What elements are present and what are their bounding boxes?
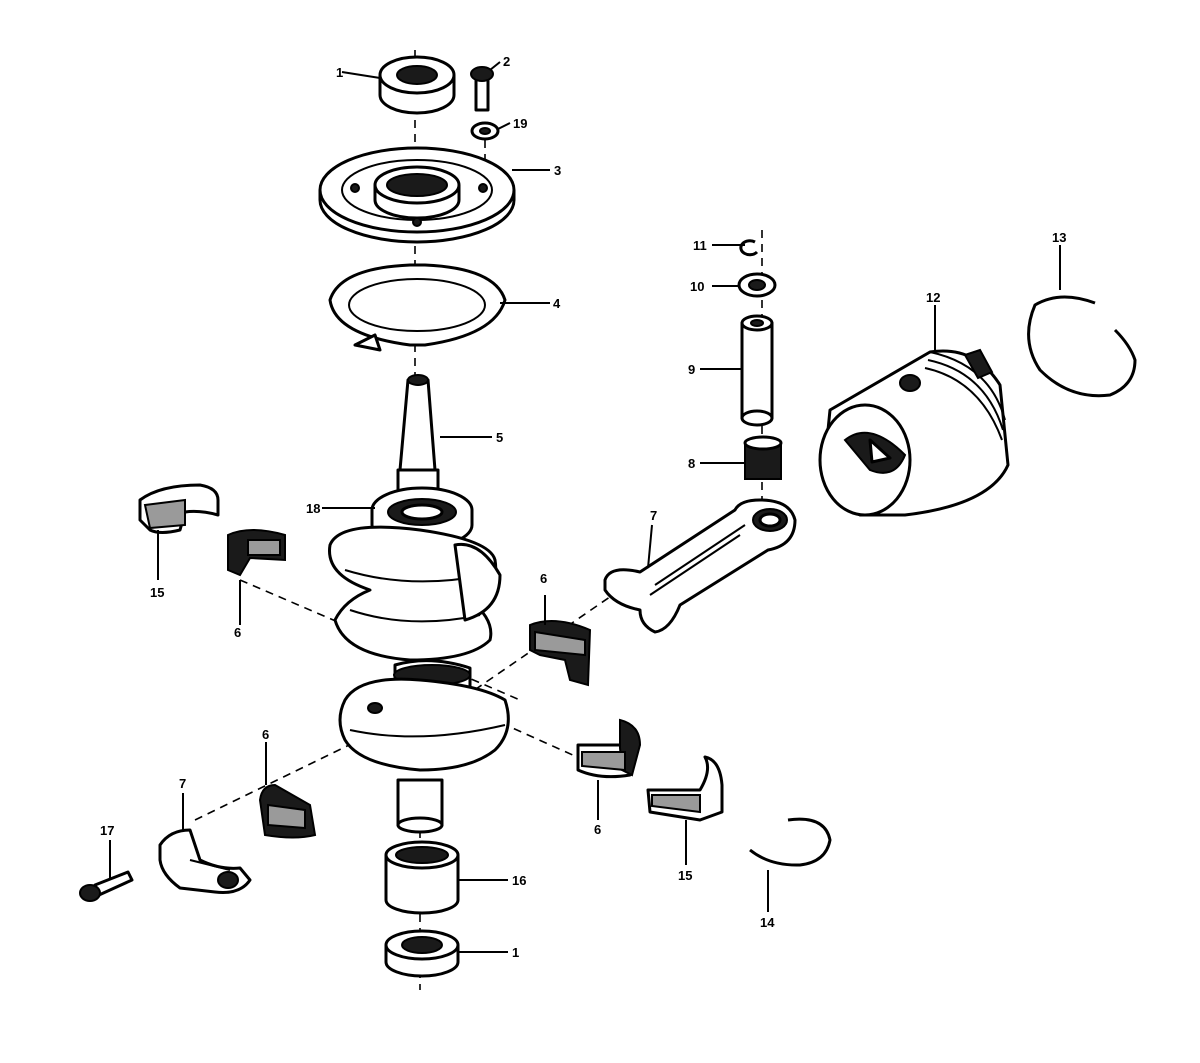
label-8: 8 <box>688 456 695 471</box>
bearing-cage-right <box>646 755 724 822</box>
label-14: 14 <box>760 915 775 930</box>
roller-bearing-left <box>227 529 286 577</box>
piston-pin <box>740 314 774 427</box>
label-7-cap: 7 <box>179 776 186 791</box>
label-7-rod: 7 <box>650 508 657 523</box>
label-5: 5 <box>496 430 503 445</box>
thrust-washer <box>737 272 777 298</box>
roller-bearing-lower-left <box>258 783 317 839</box>
crankshaft <box>328 374 510 834</box>
piston-ring <box>1027 295 1137 398</box>
label-2: 2 <box>503 54 510 69</box>
label-1-bottom: 1 <box>512 945 519 960</box>
label-6-lower-right: 6 <box>594 822 601 837</box>
label-3: 3 <box>554 163 561 178</box>
callout-labels: 1 2 19 3 4 5 18 15 6 11 10 9 8 7 6 12 13… <box>100 54 1066 960</box>
piston <box>818 348 1010 517</box>
label-10: 10 <box>690 279 704 294</box>
label-13: 13 <box>1052 230 1066 245</box>
label-19: 19 <box>513 116 527 131</box>
label-15-left: 15 <box>150 585 164 600</box>
screw <box>470 66 494 112</box>
label-18: 18 <box>306 501 320 516</box>
seal-bottom <box>384 929 460 978</box>
connecting-rod <box>603 498 797 634</box>
wrist-pin-needle-bearing <box>743 435 783 480</box>
lockwasher <box>470 121 500 141</box>
retainer-plate <box>318 146 516 244</box>
retaining-ring <box>749 817 832 867</box>
label-11: 11 <box>693 238 707 253</box>
roller-bearing-lower-right <box>576 718 642 779</box>
label-6-left: 6 <box>234 625 241 640</box>
label-9: 9 <box>688 362 695 377</box>
rod-cap-bolt <box>79 870 134 902</box>
seal-top <box>378 55 456 115</box>
label-17: 17 <box>100 823 114 838</box>
leader-lines <box>109 61 1061 953</box>
label-4: 4 <box>553 296 561 311</box>
piston-pin-lockring <box>739 239 759 257</box>
main-bearing-bottom <box>384 840 460 915</box>
bearing-cage-left <box>138 483 220 534</box>
label-6-mid: 6 <box>540 571 547 586</box>
label-16: 16 <box>512 873 526 888</box>
connecting-rod-cap <box>158 828 252 894</box>
label-1-top: 1 <box>336 65 343 80</box>
gasket <box>328 263 507 352</box>
label-15-right: 15 <box>678 868 692 883</box>
roller-bearing-middle <box>529 620 592 687</box>
label-12: 12 <box>926 290 940 305</box>
label-6-lower-left: 6 <box>262 727 269 742</box>
